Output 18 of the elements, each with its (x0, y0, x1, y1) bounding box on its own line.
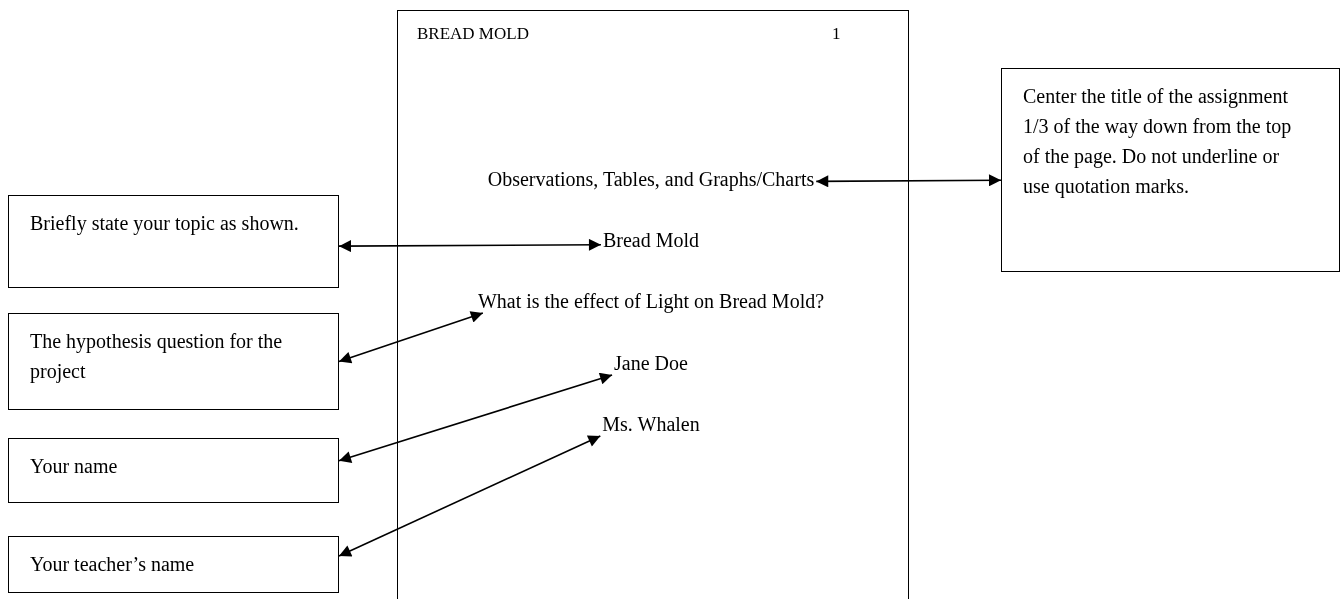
page-outline (397, 10, 909, 599)
page-text: Jane Doe (612, 351, 690, 375)
double-arrow (338, 372, 613, 463)
page-text: Bread Mold (600, 228, 702, 252)
callout-box: Center the title of the assignment 1/3 of the way down from the top of the page. Do not underline or use quotation marks. (1001, 68, 1340, 272)
callout-box: Your name (8, 438, 339, 503)
header-text: 1 (832, 24, 841, 44)
header-text: BREAD MOLD (417, 24, 529, 44)
page-text: Observations, Tables, and Graphs/Charts (485, 167, 817, 191)
page-text: Ms. Whalen (600, 412, 702, 436)
callout-box: Your teacher’s name (8, 536, 339, 593)
callout-box: Briefly state your topic as shown. (8, 195, 339, 288)
callout-box: The hypothesis question for the project (8, 313, 339, 410)
double-arrow (338, 311, 484, 364)
double-arrow (815, 174, 1002, 188)
double-arrow (338, 238, 602, 253)
double-arrow (338, 435, 602, 557)
page-text: What is the effect of Light on Bread Mold? (475, 289, 827, 313)
